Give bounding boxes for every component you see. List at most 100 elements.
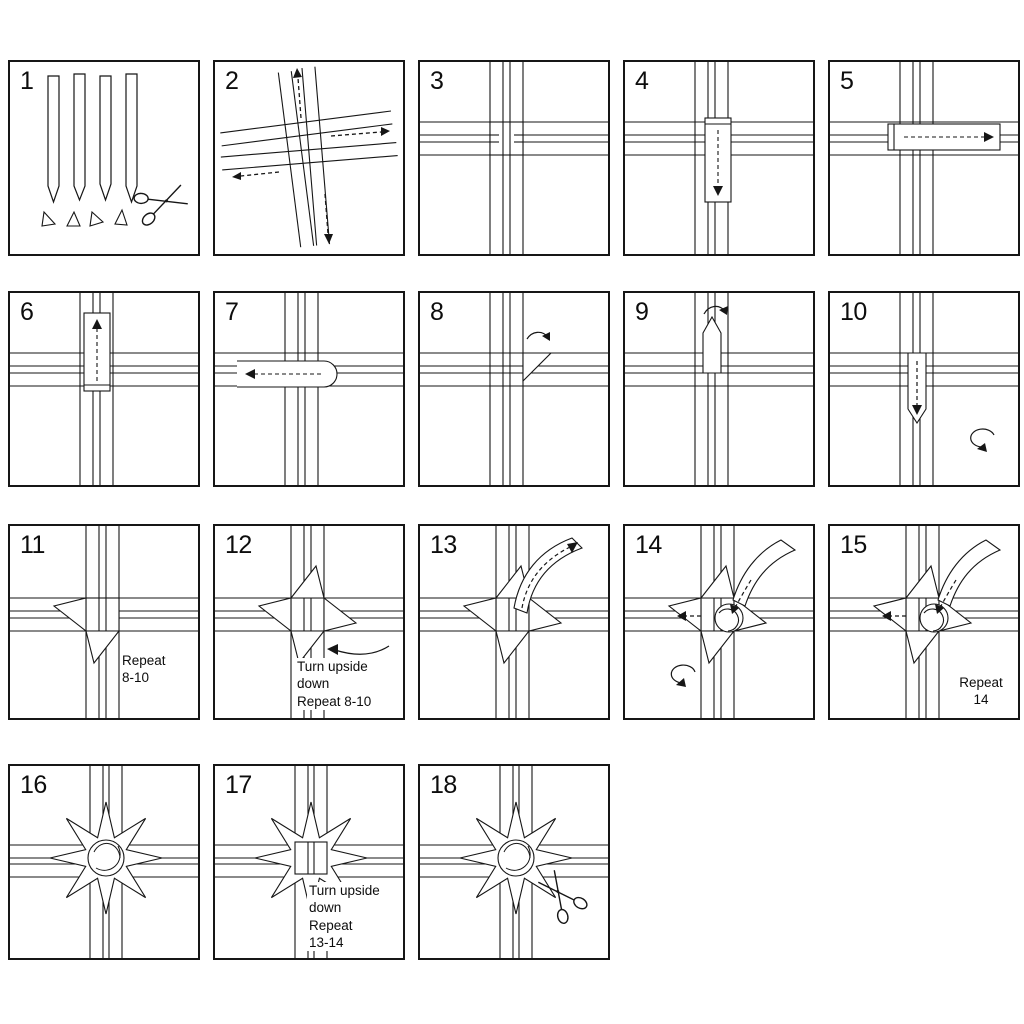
step-art-two-points: [10, 526, 198, 718]
dashed-arrow-line: [734, 579, 752, 609]
step-number: 4: [635, 67, 649, 95]
cut-off-tips: [41, 208, 128, 227]
cone-loop-inner: [923, 608, 945, 632]
step-panel-2: 2: [213, 60, 405, 256]
dashed-arrow-line: [521, 546, 571, 609]
dashed-arrow-line: [939, 579, 957, 609]
step-art-cut-strips: [41, 73, 188, 227]
step-panel-11: 11 Repeat 8-10: [8, 524, 200, 720]
step-art-point-down: [830, 293, 1018, 485]
woven-strips: [625, 293, 813, 485]
center-loop: [95, 845, 121, 871]
up-arrow-icon: [92, 319, 102, 329]
step-panel-9: 9: [623, 291, 815, 487]
center-loop: [505, 845, 531, 871]
step-number: 9: [635, 298, 649, 326]
step-panel-15: 15: [828, 524, 1020, 720]
step-number: 12: [225, 531, 252, 559]
right-arrow-icon: [984, 132, 994, 142]
step-art-fold-down: [625, 62, 813, 254]
rotate-arrow-line: [970, 428, 995, 448]
curved-strip: [732, 539, 797, 607]
step-number: 16: [20, 771, 47, 799]
step-art-fold-right: [830, 62, 1018, 254]
pointed-flap: [702, 315, 722, 374]
curved-strip: [513, 537, 583, 614]
step-panel-18: 18: [418, 764, 610, 960]
step-panel-13: 13: [418, 524, 610, 720]
cone-loop-inner: [718, 608, 740, 632]
arrowhead-icon: [935, 604, 944, 614]
corner-fold: [522, 352, 553, 383]
step-number: 1: [20, 67, 34, 95]
woven-strips: [215, 293, 403, 485]
down-arrow-icon: [324, 234, 333, 244]
step-number: 11: [20, 531, 45, 559]
step-note: Turn upside down Repeat 8-10: [295, 658, 374, 710]
left-arrow-icon: [245, 369, 255, 379]
step-panel-14: 14: [623, 524, 815, 720]
step-panel-10: 10: [828, 291, 1020, 487]
row-3: 11 Repeat 8-10 12: [0, 524, 1024, 720]
curved-arrow-icon: [719, 306, 728, 315]
step-art-finished-star: [420, 766, 608, 958]
step-number: 10: [840, 298, 867, 326]
woven-strips: [830, 62, 1018, 254]
woven-strips: [215, 526, 403, 718]
step-panel-12: 12 Turn upside d: [213, 524, 405, 720]
paper-strips: [47, 73, 138, 204]
step-art-cone-loop-repeat: [830, 526, 1018, 718]
direction-arrow-lines: [240, 77, 382, 235]
left-arrow-icon: [882, 611, 891, 621]
up-arrow-icon: [293, 68, 302, 78]
woven-strips: [420, 293, 608, 485]
step-art-corner-fold: [420, 293, 608, 485]
down-arrow-icon: [713, 186, 723, 196]
curved-strip: [937, 539, 1002, 607]
step-number: 14: [635, 531, 662, 559]
step-art-star-front: [10, 766, 198, 958]
flip-arrow-line: [334, 645, 390, 655]
woven-strips: [420, 62, 608, 254]
step-panel-4: 4: [623, 60, 815, 256]
step-panel-3: 3: [418, 60, 610, 256]
star-center: [87, 839, 125, 877]
step-number: 13: [430, 531, 457, 559]
star-points: [257, 564, 358, 665]
left-arrow-icon: [232, 172, 241, 180]
step-number: 18: [430, 771, 457, 799]
step-note: Turn upside down Repeat 13-14: [307, 882, 382, 952]
step-art-cone-loop: [625, 526, 813, 718]
step-art-curl-strip: [420, 526, 608, 718]
step-art-woven-cross: [420, 62, 608, 254]
rotate-arrow-icon: [977, 443, 987, 452]
right-arrow-icon: [381, 127, 390, 136]
star-points: [52, 597, 121, 665]
step-art-point-fold: [625, 293, 813, 485]
flip-arrow-icon: [327, 644, 338, 655]
step-note: Repeat 8-10: [120, 652, 168, 687]
step-number: 15: [840, 531, 867, 559]
step-panel-16: 16: [8, 764, 200, 960]
step-number: 6: [20, 298, 34, 326]
step-panel-5: 5: [828, 60, 1020, 256]
folded-strip: [237, 360, 338, 388]
folded-strip: [887, 123, 1001, 151]
row-4: 16 17: [0, 764, 1024, 960]
step-number: 7: [225, 298, 239, 326]
curved-arrow-icon: [542, 332, 550, 341]
scissors-icon: [537, 870, 588, 924]
step-number: 2: [225, 67, 239, 95]
center-loop: [93, 843, 121, 859]
step-number: 17: [225, 771, 252, 799]
step-panel-17: 17 Turn upside down Repeat 13-14: [213, 764, 405, 960]
rotate-arrow-line: [670, 664, 696, 684]
scissors-icon: [133, 184, 188, 226]
step-art-fold-left: [215, 293, 403, 485]
step-note: Repeat 14: [952, 674, 1010, 709]
row-1: 1: [0, 0, 1024, 256]
step-art-four-points: [215, 526, 403, 718]
step-number: 3: [430, 67, 444, 95]
step-number: 5: [840, 67, 854, 95]
